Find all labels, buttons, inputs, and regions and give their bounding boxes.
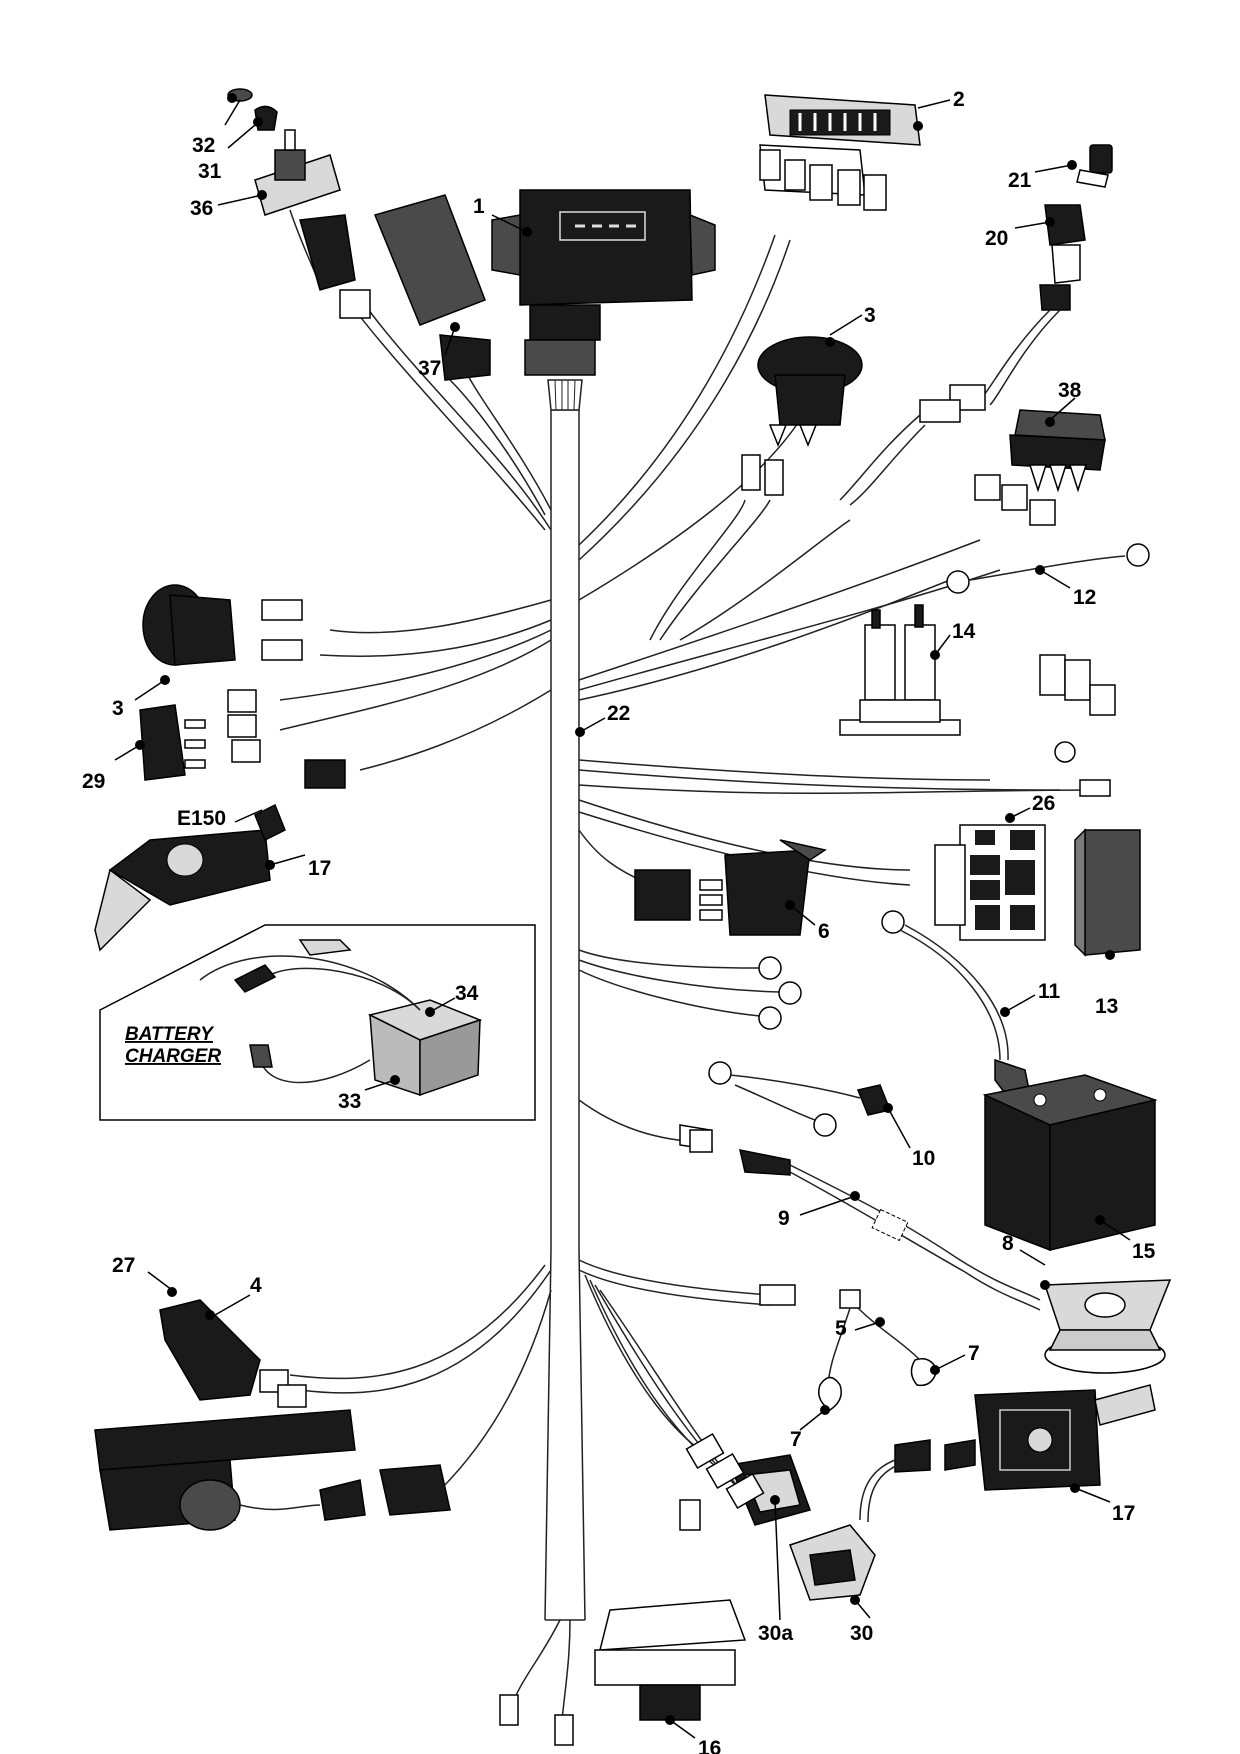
label-30a: 30a [758, 1622, 793, 1645]
spade-connectors-bottom [499, 1129, 796, 1746]
label-15: 15 [1132, 1240, 1156, 1263]
part-20-key-switch [839, 204, 1086, 506]
label-2: 2 [953, 88, 965, 111]
label-31: 31 [198, 160, 222, 183]
part-9-lead [679, 1124, 1041, 1311]
part-16-hand-control [594, 1599, 747, 1721]
label-E150: E150 [177, 807, 226, 830]
part-10-fused-lead [708, 1061, 892, 1137]
ring-terminals-center [758, 956, 802, 1030]
spade-connectors-upper [741, 454, 1056, 526]
label-1: 1 [473, 195, 485, 218]
label-20: 20 [985, 227, 1008, 250]
part-6-relay [634, 839, 827, 936]
label-16: 16 [698, 1737, 721, 1754]
label-17-right: 17 [1112, 1502, 1135, 1525]
part-30-socket [789, 1524, 876, 1601]
label-6: 6 [818, 920, 830, 943]
battery-charger-inset: BATTERY CHARGER [99, 924, 536, 1121]
label-37: 37 [418, 357, 441, 380]
label-21: 21 [1008, 169, 1032, 192]
label-8: 8 [1002, 1232, 1014, 1255]
part-27-actuator [94, 1409, 451, 1531]
part-36-potentiometer [254, 129, 371, 319]
label-22: 22 [607, 702, 630, 725]
label-5: 5 [835, 1317, 847, 1340]
label-17-left: 17 [308, 857, 331, 880]
part-34-charger-unit [367, 999, 483, 1097]
label-38: 38 [1058, 379, 1082, 402]
label-9: 9 [778, 1207, 790, 1230]
part-30a-inlet [728, 1454, 811, 1526]
label-11: 11 [1038, 980, 1061, 1003]
part-5-bulb-harness [818, 1289, 938, 1411]
part-38-rocker-switch [1009, 409, 1106, 493]
label-3-left: 3 [112, 697, 124, 720]
part-3-round-switch-top [757, 336, 863, 448]
label-26: 26 [1032, 792, 1055, 815]
charger-label-line2: CHARGER [125, 1046, 221, 1067]
label-13: 13 [1095, 995, 1118, 1018]
label-27: 27 [112, 1254, 135, 1277]
part-13-relay [1074, 828, 1141, 957]
callout-labels: 1 2 3 3 4 5 6 7 7 8 9 10 11 12 13 14 15 … [82, 88, 1156, 1754]
charger-label-line1: BATTERY [125, 1024, 215, 1045]
label-29: 29 [82, 770, 105, 793]
part-15-battery [982, 1074, 1158, 1252]
main-harness-trunk [547, 379, 583, 1250]
leader-lines [114, 93, 1131, 1739]
part-17-switch-box-left [94, 803, 286, 952]
label-3-top: 3 [864, 304, 876, 327]
label-34: 34 [455, 982, 479, 1005]
part-21-key [1076, 144, 1113, 188]
part-4-relay-block [159, 1299, 307, 1408]
label-36: 36 [190, 197, 213, 220]
label-10: 10 [912, 1147, 935, 1170]
part-2-battery-gauge [759, 94, 921, 211]
part-26-circuit-board [934, 824, 1046, 941]
label-7-right: 7 [968, 1342, 980, 1365]
label-32: 32 [192, 134, 215, 157]
spade-connectors-right [1039, 654, 1116, 797]
part-12-ring-terminal [946, 543, 1150, 594]
label-12: 12 [1073, 586, 1096, 609]
part-14-solenoid [839, 604, 961, 736]
part-37-module [373, 194, 491, 381]
label-4: 4 [250, 1274, 262, 1297]
label-14: 14 [952, 620, 976, 643]
part-17-switch-box-right [859, 1384, 1156, 1523]
part-1-controller [491, 189, 716, 376]
part-3-round-switch-left [142, 584, 303, 666]
label-30: 30 [850, 1622, 873, 1645]
label-7-left: 7 [790, 1428, 802, 1451]
charger-cable-and-clamps [199, 939, 421, 1084]
part-29-rocker-switch-left [139, 689, 346, 789]
label-33: 33 [338, 1090, 361, 1113]
part-8-horn [1043, 1279, 1172, 1374]
